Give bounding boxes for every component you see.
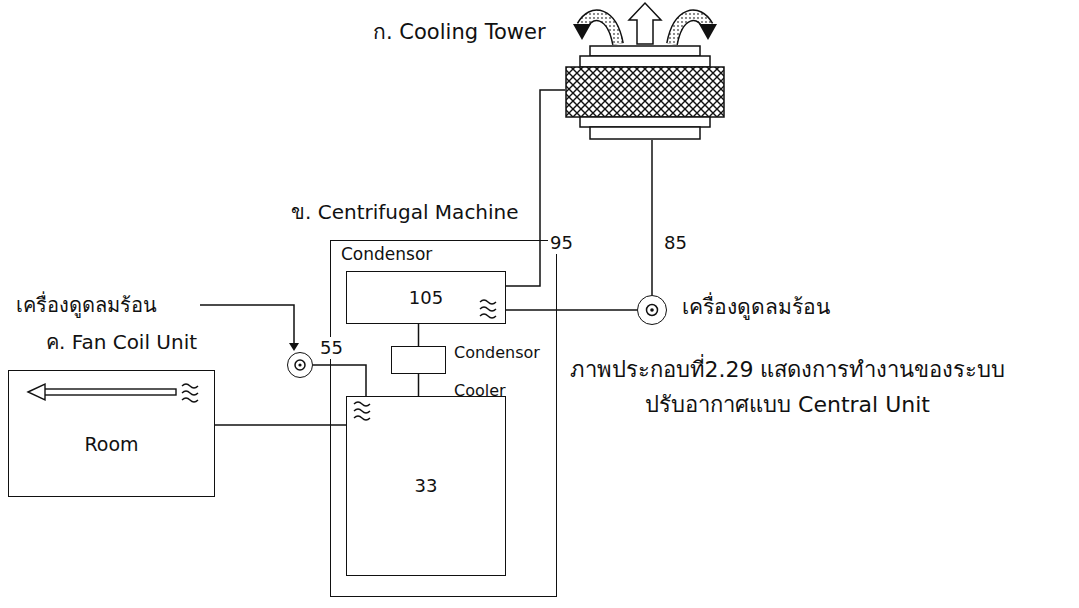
expansion-box: CondensorCooler [391,346,446,374]
tower-section [590,127,700,139]
airflow-arrow-head [28,384,45,400]
part-label: เครื่องดูดลมร้อน [16,292,157,318]
air-arrow-head [573,24,591,40]
fan-coil-symbol: เครื่องดูดลมร้อนค. Fan Coil Unit [287,352,313,378]
pipe-line [215,424,346,426]
figure-caption: ภาพประกอบที่2.29 แสดงการทำงานของระบบ ปรั… [560,352,1015,422]
cooling-tower: ก. Cooling Tower [565,45,725,140]
part-label: ค. Fan Coil Unit [46,329,197,355]
cooling-tower-outline [565,45,725,140]
impeller-symbol [298,363,301,366]
pipe-line [651,140,653,295]
condenser-box: 105 [346,271,506,324]
section-label: Condensor [341,243,432,265]
tower-section [566,67,724,117]
coil-symbol [480,300,496,318]
leader-line [200,305,294,344]
impeller-symbol [650,308,654,312]
part-label: เครื่องดูดลมร้อน [682,294,830,321]
impeller-symbol [295,360,305,370]
pump-symbol: เครื่องดูดลมร้อน [637,295,667,325]
cooler-box: 33 [346,396,506,576]
tower-section [580,56,710,67]
temperature-value: 85 [662,232,689,254]
tower-section [580,117,710,127]
leader-arrow-head [289,343,299,351]
pipe-line [418,374,420,396]
air-arrow [629,3,661,44]
temperature-value: 55 [318,337,345,359]
chiller-housing: ข. Centrifugal MachineCondensor105Conden… [330,240,557,597]
coil-symbol [182,384,198,402]
temperature-value: 105 [409,286,443,309]
tower-section [590,46,700,56]
air-arrow-head [699,24,717,40]
section-label: Cooler [454,381,506,402]
impeller-symbol [647,305,658,316]
airflow-arrow [44,389,176,395]
room-label: Room [84,432,138,457]
room-box: Room [8,370,215,497]
section-label: Condensor [454,343,540,364]
pipe-line [313,365,366,396]
pipe-line [506,309,637,311]
coil-symbol [354,402,370,420]
pipe-line [418,324,420,346]
temperature-value: 33 [415,474,438,497]
part-label: ข. Centrifugal Machine [291,199,519,225]
temperature-value: 95 [548,232,575,254]
part-label: ก. Cooling Tower [373,19,546,46]
